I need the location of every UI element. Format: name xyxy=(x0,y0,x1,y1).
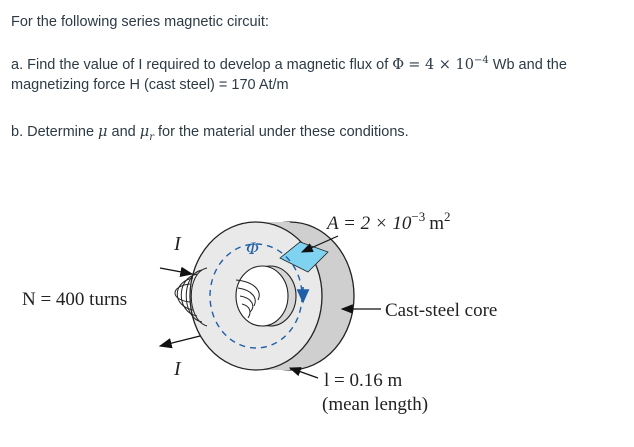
intro-label: For the following series magnetic circui… xyxy=(11,14,269,30)
core-label: Cast-steel core xyxy=(385,300,497,321)
flux-symbol: Φ xyxy=(392,56,405,73)
part-a-prefix: a. Find the value of I required to devel… xyxy=(11,56,389,73)
part-b-line: b. Determine μ and μr for the material u… xyxy=(11,122,409,148)
flux-value: = 4 × 10 xyxy=(408,56,474,73)
current-label-top: I xyxy=(173,233,182,255)
part-a-suffix: Wb and the xyxy=(492,56,567,73)
intro-text: For the following series magnetic circui… xyxy=(11,12,269,32)
toroid-core xyxy=(189,221,355,371)
current-in-arrow xyxy=(159,266,194,277)
cross-section-area xyxy=(279,241,329,273)
part-a-line1: a. Find the value of I required to devel… xyxy=(11,51,567,75)
length-leader xyxy=(288,367,319,379)
part-b-prefix: b. Determine xyxy=(11,124,95,140)
current-label-bottom: I xyxy=(173,358,182,380)
mu-r-symbol: μ xyxy=(139,124,150,140)
part-a-line2-text: magnetizing force H (cast steel) = 170 A… xyxy=(11,77,289,93)
area-leader xyxy=(300,235,339,253)
flux-label: Φ xyxy=(246,239,259,258)
core-hole xyxy=(235,265,289,327)
flux-exponent: −4 xyxy=(474,55,489,66)
mu-symbol: μ xyxy=(98,124,108,140)
turns-label: N = 400 turns xyxy=(22,289,127,310)
part-b-suffix: for the material under these conditions. xyxy=(158,124,409,140)
length-label: l = 0.16 m xyxy=(324,370,402,391)
current-out-arrow xyxy=(158,335,201,349)
and-word: and xyxy=(111,124,136,140)
part-a-line2: magnetizing force H (cast steel) = 170 A… xyxy=(11,75,289,95)
length-note: (mean length) xyxy=(322,394,428,415)
mu-r-subscript: r xyxy=(149,131,154,143)
